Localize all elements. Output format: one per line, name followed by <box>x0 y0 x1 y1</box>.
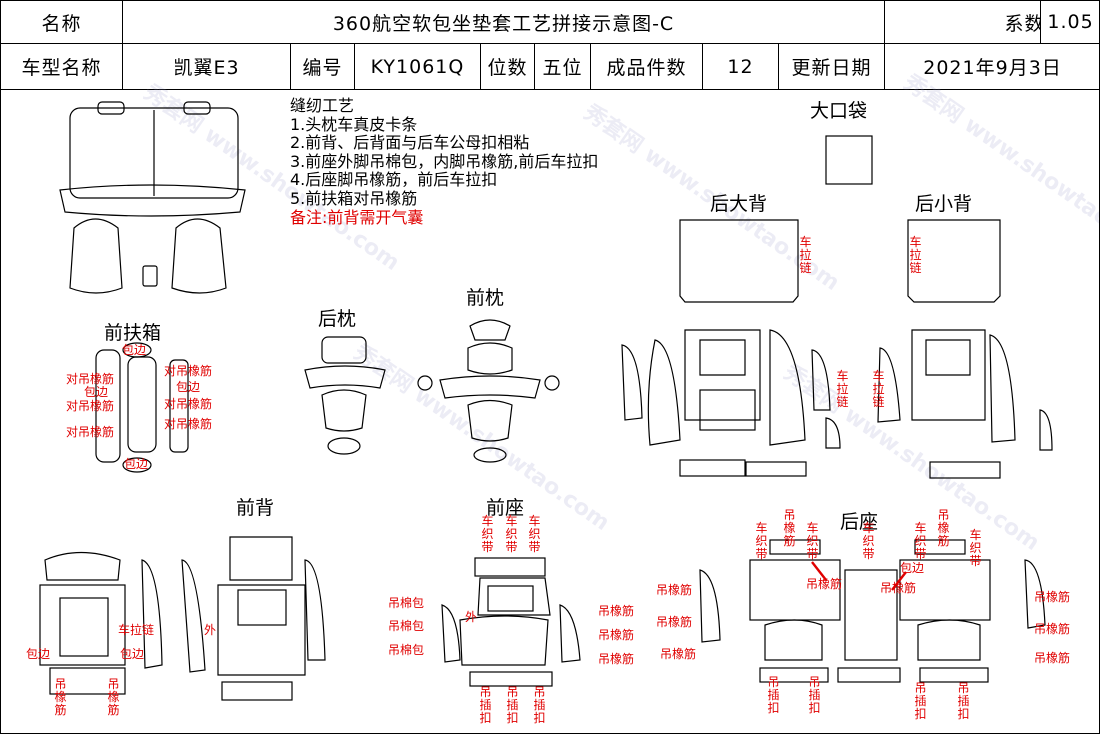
note-hang-elastic: 吊橡筋 <box>598 628 635 642</box>
label-front-seat: 前座 <box>486 497 525 519</box>
note-hang-elastic: 吊橡筋 <box>1034 651 1071 665</box>
note-rear-zipper: 车拉链 <box>118 623 155 637</box>
note-hang-cotton: 吊棉包 <box>388 596 425 610</box>
note-hang-elastic: 吊橡筋 <box>656 615 693 629</box>
date-value: 2021年9月3日 <box>884 43 1100 90</box>
note-hang-elastic: 吊橡筋 <box>656 583 693 597</box>
model-label: 车型名称 <box>0 43 123 90</box>
rear-headrest-pieces <box>304 336 386 455</box>
code-label: 编号 <box>290 43 355 90</box>
note-wrap-edge: 包边 <box>124 457 149 471</box>
note-pair-elastic: 对吊橡筋 <box>164 417 213 431</box>
notes-remark: 备注:前背需开气囊 <box>290 207 424 227</box>
note-rear-zipper: 车拉链 <box>872 369 885 409</box>
code-value: KY1061Q <box>354 43 481 90</box>
note-hang-clip: 吊插扣 <box>914 681 927 721</box>
note-pair-elastic: 对吊橡筋 <box>66 399 115 413</box>
note-outer: 外 <box>465 610 478 624</box>
note-hang-clip: 吊插扣 <box>808 675 821 715</box>
notes-item: 1.头枕车真皮卡条 <box>290 114 418 134</box>
note-hang-clip: 吊插扣 <box>957 681 970 721</box>
note-hang-clip: 吊插扣 <box>533 685 546 725</box>
note-hang-elastic: 吊橡筋 <box>937 508 950 548</box>
note-wrap-edge: 包边 <box>900 561 925 575</box>
front-seat-pieces <box>441 557 581 687</box>
document-title: 360航空软包坐垫套工艺拼接示意图-C <box>121 0 886 44</box>
note-sew-strip: 车织带 <box>755 521 768 561</box>
label-front-headrest: 前枕 <box>466 287 505 309</box>
date-label: 更新日期 <box>777 43 886 90</box>
note-hang-elastic: 吊橡筋 <box>806 577 843 591</box>
note-hang-clip: 吊插扣 <box>479 685 492 725</box>
header-table: 名称 360航空软包坐垫套工艺拼接示意图-C 系数 1.05 车型名称 凯翼E3… <box>0 0 1100 90</box>
note-pair-elastic: 对吊橡筋 <box>66 425 115 439</box>
note-hang-elastic: 吊橡筋 <box>660 647 697 661</box>
note-rear-zipper: 车拉链 <box>836 369 849 409</box>
note-hang-elastic: 吊橡筋 <box>598 604 635 618</box>
seats-value: 五位 <box>534 43 591 90</box>
front-back-pieces <box>39 536 326 701</box>
note-hang-cotton: 吊棉包 <box>388 643 425 657</box>
front-armrest-pieces <box>95 342 189 473</box>
label-rear-small-back: 后小背 <box>915 193 973 215</box>
notes-item: 2.前背、后背面与后车公母扣相粘 <box>290 133 530 153</box>
note-sew-strip: 车织带 <box>862 521 875 561</box>
label-rear-big-back: 后大背 <box>710 193 768 215</box>
note-hang-elastic: 吊橡筋 <box>107 677 120 717</box>
note-hang-elastic: 吊橡筋 <box>880 581 917 595</box>
seats-label: 位数 <box>480 43 535 90</box>
rear-big-back-pieces <box>621 329 841 477</box>
note-hang-elastic: 吊橡筋 <box>783 508 796 548</box>
note-wrap-edge: 包边 <box>120 647 145 661</box>
note-sew-strip: 车织带 <box>505 514 518 554</box>
note-hang-elastic: 吊橡筋 <box>54 677 67 717</box>
sewing-notes: 缝纫工艺 1.头枕车真皮卡条 2.前背、后背面与后车公母扣相粘 3.前座外脚吊棉… <box>290 96 599 227</box>
label-rear-seat: 后座 <box>840 511 879 533</box>
label-big-pocket: 大口袋 <box>810 100 868 122</box>
note-hang-clip: 吊插扣 <box>506 685 519 725</box>
rear-small-back-top <box>907 219 1001 303</box>
seat-overview-illustration <box>59 101 246 294</box>
notes-item: 4.后座脚吊橡筋，前后车拉扣 <box>290 170 498 190</box>
big-pocket-piece <box>825 135 873 185</box>
note-hang-elastic: 吊橡筋 <box>1034 622 1071 636</box>
rear-seat-pieces <box>699 539 1046 683</box>
rear-small-back-pieces <box>877 329 1053 479</box>
note-wrap-edge: 包边 <box>26 647 51 661</box>
coefficient-value: 1.05 <box>1040 0 1100 44</box>
notes-item: 3.前座外脚吊棉包，内脚吊橡筋,前后车拉扣 <box>290 151 599 171</box>
name-label: 名称 <box>0 0 123 44</box>
note-sew-strip: 车织带 <box>481 514 494 554</box>
note-sew-strip: 车织带 <box>806 521 819 561</box>
notes-item: 5.前扶箱对吊橡筋 <box>290 188 418 208</box>
note-hang-elastic: 吊橡筋 <box>1034 590 1071 604</box>
note-outer: 外 <box>204 623 217 637</box>
model-value: 凯翼E3 <box>122 43 291 90</box>
front-headrest-pieces <box>417 319 560 463</box>
note-wrap-edge: 包边 <box>176 380 201 394</box>
note-hang-clip: 吊插扣 <box>767 675 780 715</box>
note-hang-elastic: 吊橡筋 <box>598 652 635 666</box>
label-front-back: 前背 <box>236 497 275 519</box>
note-pair-elastic: 对吊橡筋 <box>66 372 115 386</box>
note-pair-elastic: 对吊橡筋 <box>164 364 213 378</box>
notes-title: 缝纫工艺 <box>290 96 355 115</box>
label-front-armrest: 前扶箱 <box>104 322 162 344</box>
note-hang-cotton: 吊棉包 <box>388 619 425 633</box>
note-sew-strip: 车织带 <box>969 528 982 568</box>
note-rear-zipper: 车拉链 <box>799 235 812 275</box>
note-pair-elastic: 对吊橡筋 <box>164 397 213 411</box>
label-rear-headrest: 后枕 <box>318 308 357 330</box>
rear-big-back-top <box>679 219 799 303</box>
pieces-label: 成品件数 <box>590 43 703 90</box>
note-rear-zipper: 车拉链 <box>909 235 922 275</box>
note-wrap-edge: 包边 <box>122 343 147 357</box>
note-wrap-edge: 包边 <box>84 385 109 399</box>
note-sew-strip: 车织带 <box>528 514 541 554</box>
note-sew-strip: 车织带 <box>914 521 927 561</box>
